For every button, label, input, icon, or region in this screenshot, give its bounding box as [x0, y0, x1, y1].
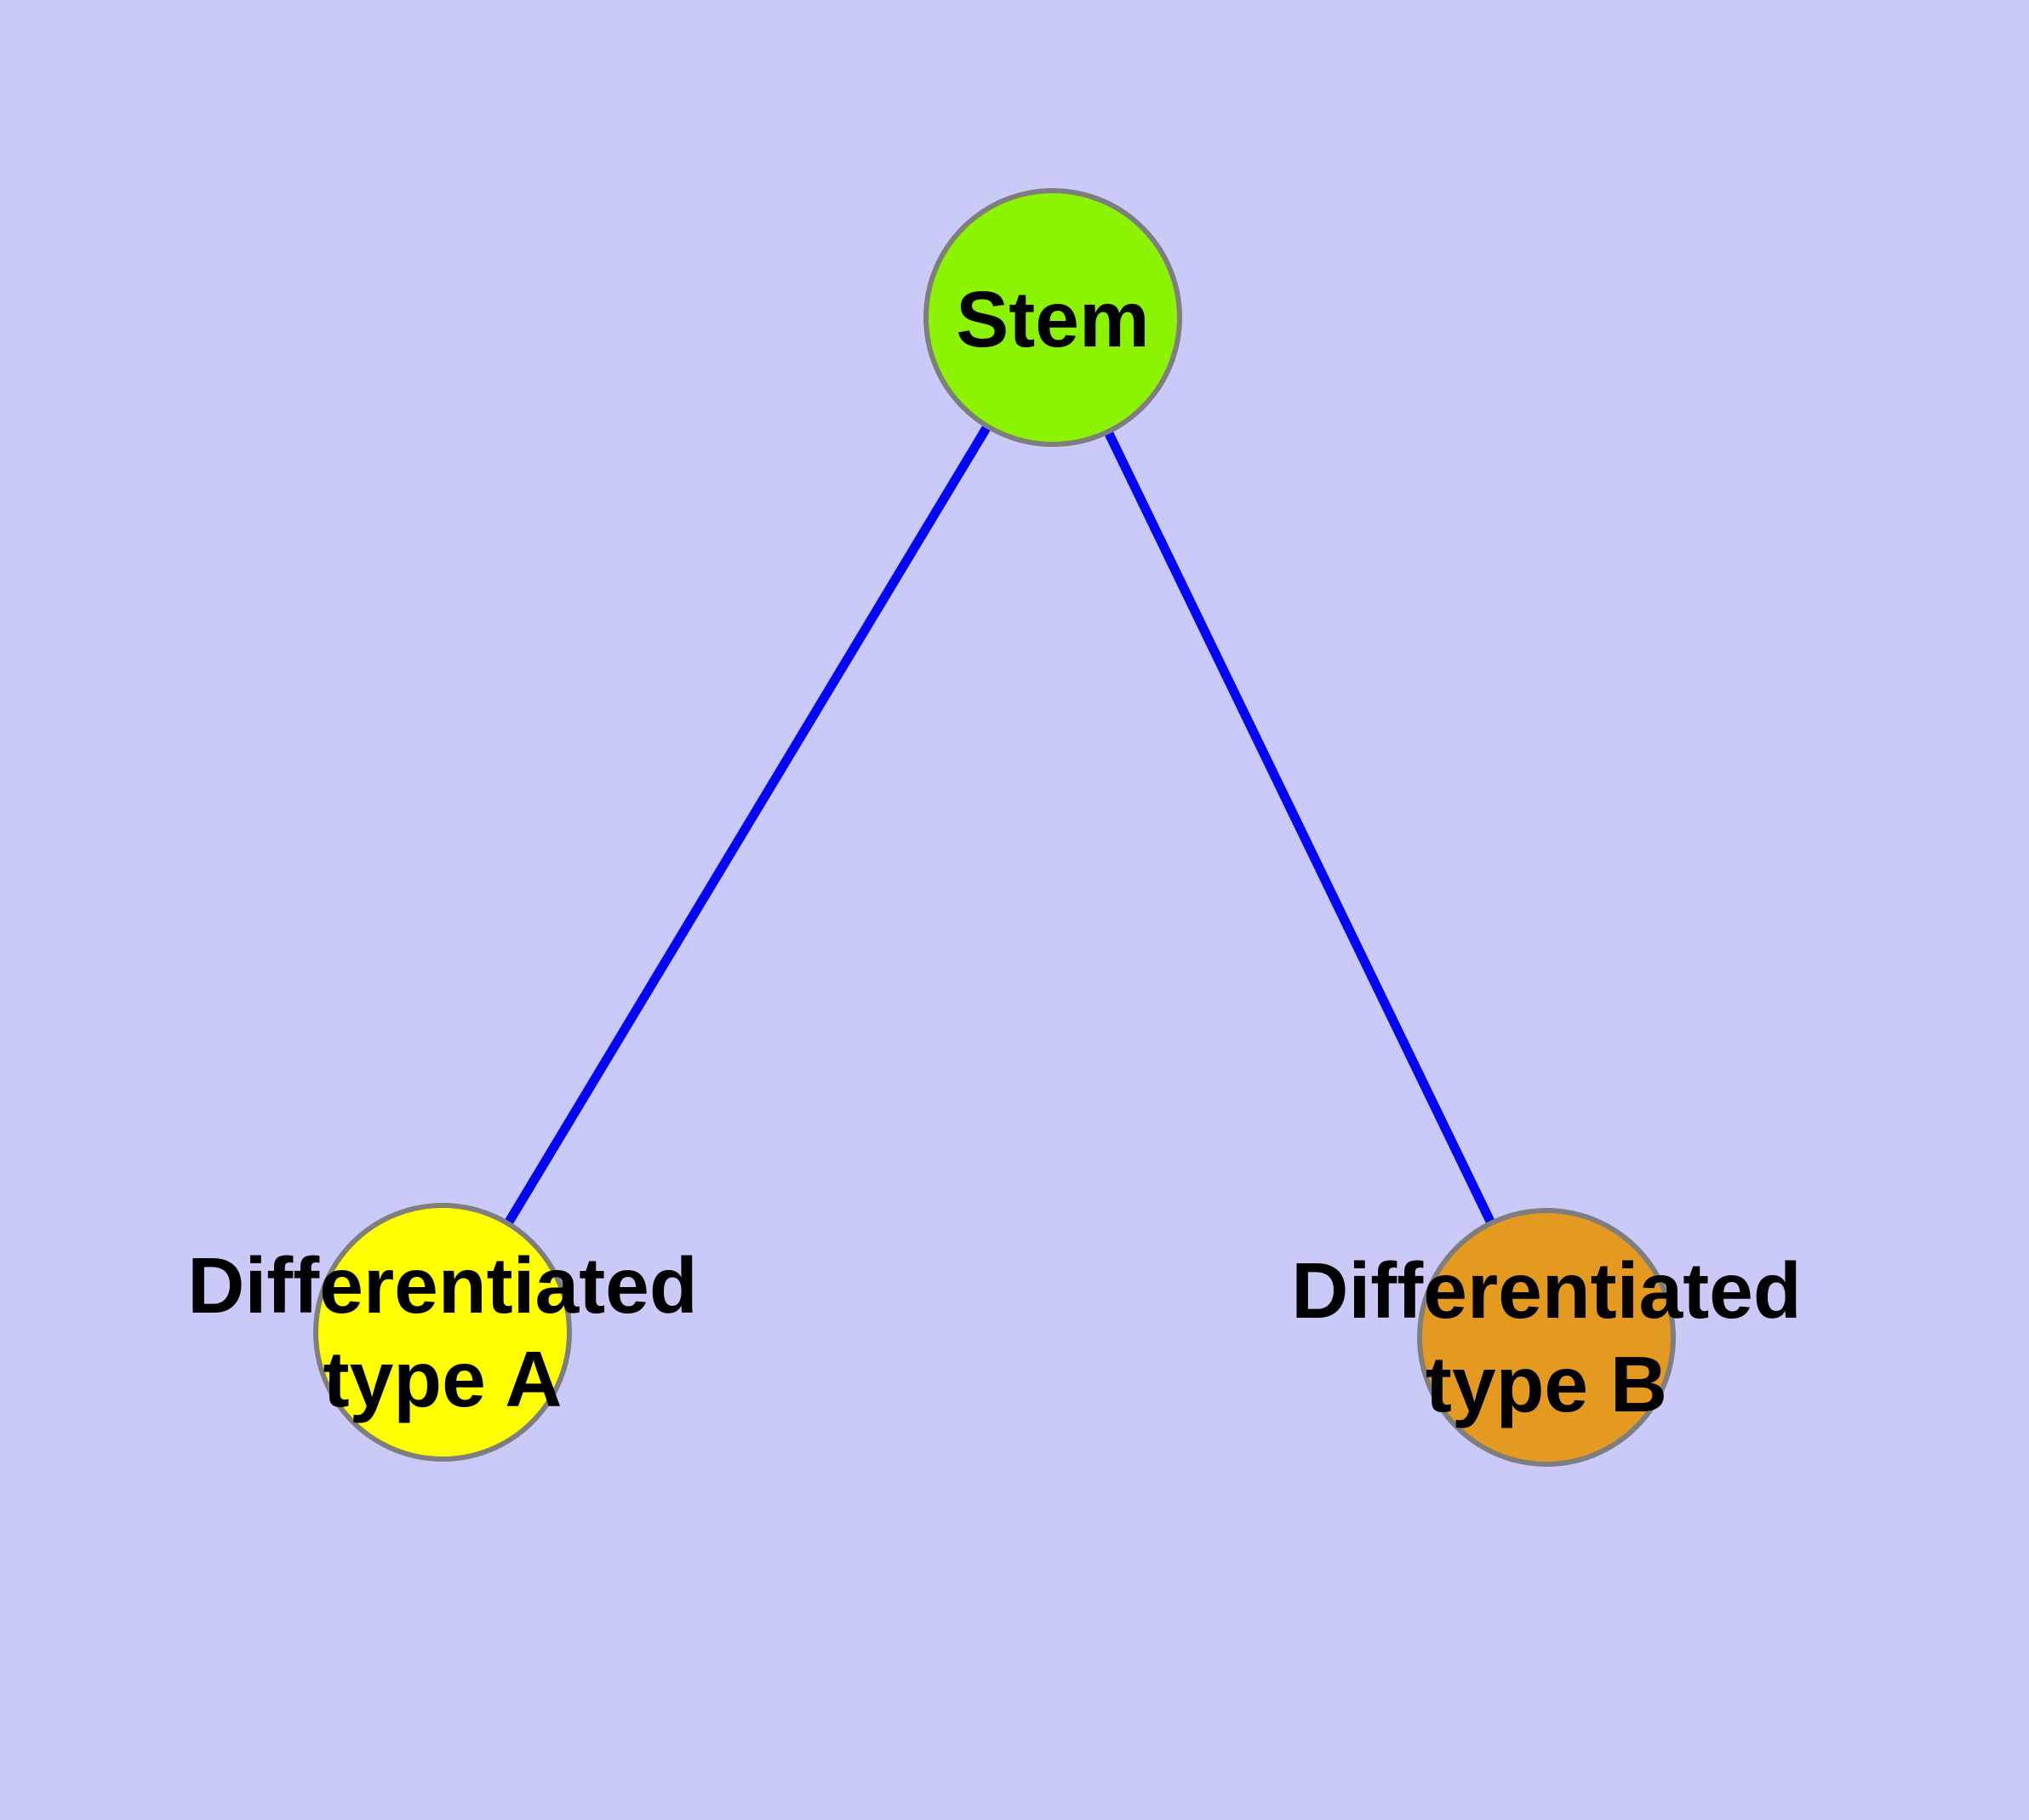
edge-stem-to-differentiated-type-a [438, 315, 1057, 1335]
node-stem [923, 188, 1182, 447]
node-stem-label: Stem [956, 275, 1149, 363]
edge-stem-to-differentiated-type-b [1049, 315, 1551, 1340]
node-differentiated-type-b-label-line2: type B [1426, 1340, 1667, 1428]
node-differentiated-type-a [313, 1203, 572, 1462]
node-differentiated-type-b [1417, 1208, 1676, 1467]
node-differentiated-type-a-label-line2: type A [323, 1335, 563, 1423]
node-differentiated-type-b-label-line1: Differentiated [1291, 1246, 1801, 1335]
node-differentiated-type-a-label-line1: Differentiated [187, 1241, 697, 1330]
